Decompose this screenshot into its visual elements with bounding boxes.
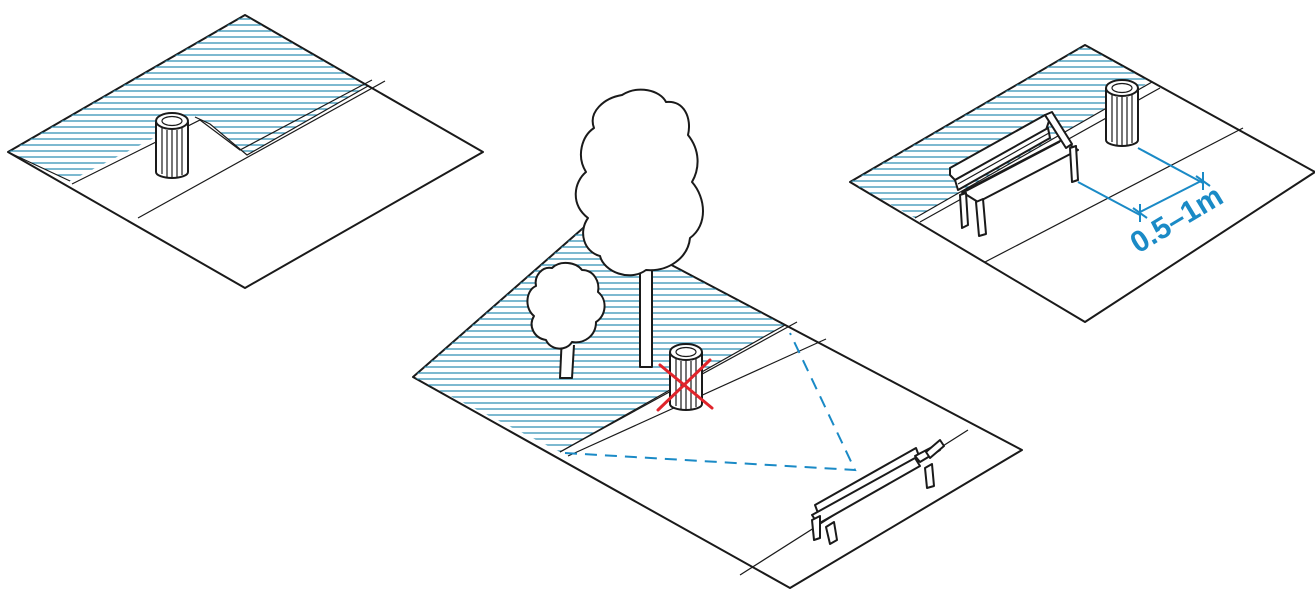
sightline-triangle [564,332,857,472]
planting-strip-hatch [850,45,1150,218]
right-panel: 0.5–1m [849,44,1315,323]
tree-small [526,262,606,379]
left-panel [7,14,484,289]
kerb-line [71,79,373,185]
bench [949,111,1079,237]
dimension-line [1077,147,1211,222]
center-panel [412,88,1023,589]
tree-large [574,88,704,368]
litter-bin [155,112,189,179]
litter-bin [1105,79,1139,147]
planting-strip-hatch [8,15,368,181]
bench [811,439,945,545]
red-cross [656,358,714,412]
footway-edge-line [984,127,1244,263]
planting-strip-hatch [413,222,785,452]
footway-edge-line [137,80,386,219]
